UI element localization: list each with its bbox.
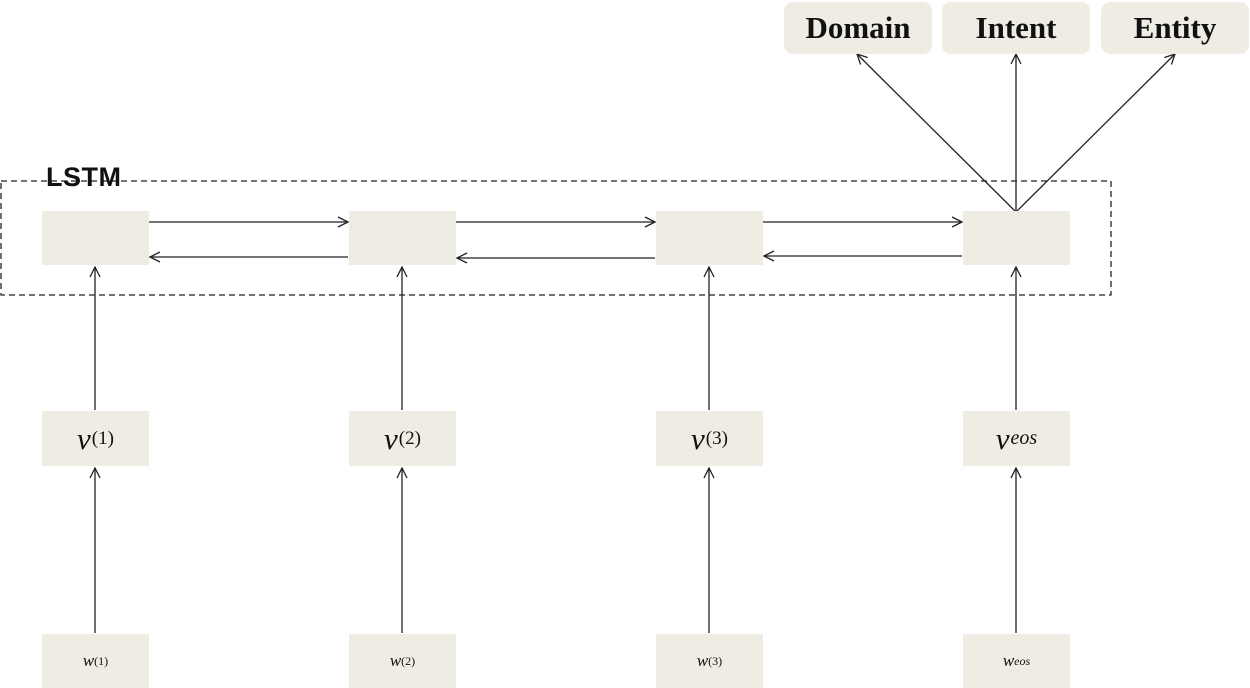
vector-3-base: v — [691, 420, 705, 456]
vector-1-superscript: (1) — [91, 427, 114, 449]
lstm-cell-eos — [963, 211, 1070, 265]
output-intent-box: Intent — [942, 2, 1090, 54]
vector-box-3: v(3) — [656, 411, 763, 466]
word-2-base: w — [389, 651, 402, 670]
output-entity-box: Entity — [1101, 2, 1249, 54]
vector-2-base: v — [384, 420, 398, 456]
output-entity-label: Entity — [1133, 10, 1217, 45]
output-intent-label: Intent — [975, 10, 1057, 45]
word-box-1: w(1) — [42, 634, 149, 688]
vector-3-superscript: (3) — [705, 427, 728, 449]
lstm-cell-1 — [42, 211, 149, 265]
lstm-cell-2 — [349, 211, 456, 265]
word-3-superscript: (3) — [708, 653, 723, 668]
output-domain-label: Domain — [805, 10, 911, 45]
word-eos-base: w — [1002, 651, 1015, 670]
word-2-superscript: (2) — [401, 653, 416, 668]
arrow-to-entity — [1015, 54, 1175, 213]
vector-2-superscript: (2) — [398, 427, 421, 449]
vector-box-1: v(1) — [42, 411, 149, 466]
lstm-label: LSTM — [46, 162, 122, 192]
vector-box-2: v(2) — [349, 411, 456, 466]
word-eos-subscript: eos — [1014, 653, 1031, 668]
word-3-base: w — [696, 651, 709, 670]
word-box-2: w(2) — [349, 634, 456, 688]
lstm-cell-3 — [656, 211, 763, 265]
vector-eos-base: v — [995, 420, 1010, 456]
output-domain-box: Domain — [784, 2, 932, 54]
lstm-boundary — [0, 180, 1112, 296]
word-box-3: w(3) — [656, 634, 763, 688]
arrow-to-domain — [857, 54, 1017, 213]
vector-eos-subscript: eos — [1010, 427, 1038, 449]
word-1-superscript: (1) — [94, 653, 109, 668]
word-1-base: w — [82, 651, 95, 670]
vector-1-base: v — [77, 420, 91, 456]
